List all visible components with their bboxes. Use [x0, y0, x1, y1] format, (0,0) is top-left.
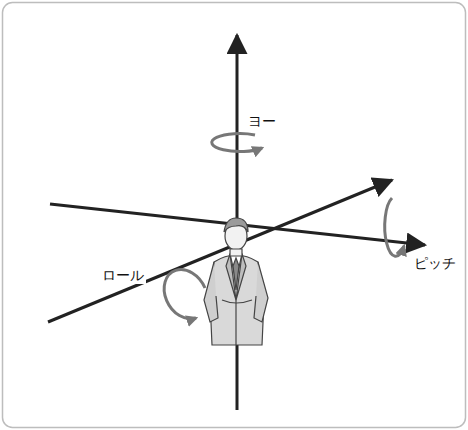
pitch-label: ピッチ: [412, 256, 458, 272]
pitch-rotation-arrow: [385, 198, 404, 256]
roll-label: ロール: [100, 268, 146, 284]
yaw-label: ヨー: [246, 114, 278, 130]
person-figure: [204, 218, 268, 345]
yaw-rotation-arrow: [212, 134, 262, 152]
frame-border: [3, 3, 466, 428]
roll-rotation-arrow: [164, 270, 205, 319]
